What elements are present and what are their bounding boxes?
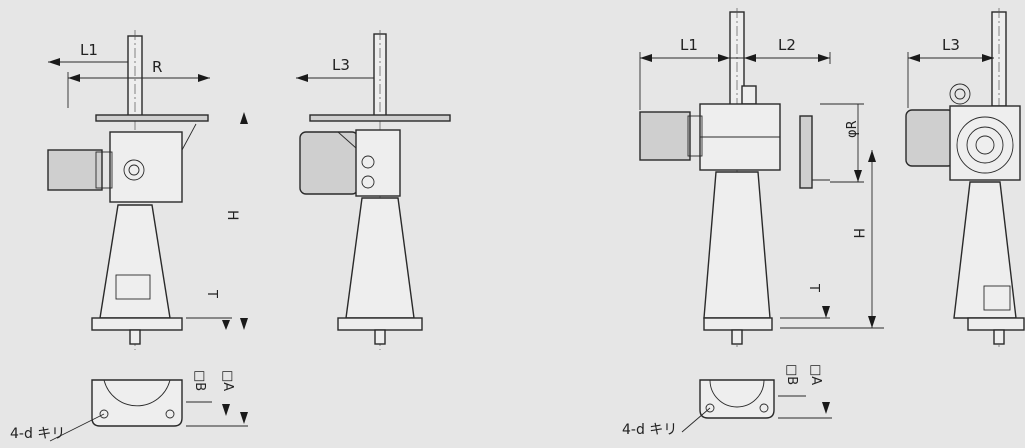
hole-label-right: 4-d キリ	[622, 422, 677, 438]
dim-t-right: T	[806, 283, 821, 292]
indicator-dial	[949, 83, 971, 105]
hole-label-left: 4-d キリ	[10, 426, 65, 442]
dim-l3-left: L3	[332, 56, 350, 74]
pedestal-right	[703, 171, 771, 319]
base-plate	[91, 317, 183, 331]
motor-right	[639, 111, 691, 161]
dim-b-right: □B	[784, 364, 799, 385]
view-left-front: L1 R H T	[47, 30, 248, 350]
base-plate-side	[337, 317, 423, 331]
pedestal-right-side	[953, 181, 1017, 319]
dim-l3-right: L3	[942, 36, 960, 54]
dim-l2-right: L2	[778, 36, 796, 54]
handwheel-right	[799, 115, 813, 189]
gearbox-right-side	[949, 105, 1021, 181]
base-plate-right	[703, 317, 773, 331]
dim-h-left: H	[224, 210, 240, 221]
base-plan-left	[91, 379, 183, 427]
view-right-side: L3	[905, 8, 1025, 350]
dim-r-left: R	[152, 58, 162, 76]
pedestal	[99, 204, 171, 319]
dim-phir-right: φR	[845, 120, 860, 138]
dim-l1-right: L1	[680, 36, 698, 54]
handwheel	[95, 114, 209, 122]
view-right-front: L1 L2 φR H T	[639, 8, 884, 350]
motor	[47, 149, 103, 191]
view-right-base: □B □A 4-d キリ	[622, 364, 832, 438]
dim-a-left: □A	[220, 370, 235, 391]
gearbox-housing	[109, 131, 183, 203]
gearbox-side	[355, 129, 401, 197]
view-left-side: L3	[296, 30, 451, 350]
dim-t-left: T	[204, 289, 219, 298]
dim-a-right: □A	[808, 364, 823, 385]
dim-b-left: □B	[192, 370, 207, 391]
dim-h-right: H	[850, 228, 866, 239]
dim-l1-left: L1	[80, 41, 98, 59]
motor-right-side	[905, 109, 955, 167]
base-plate-right-side	[967, 317, 1025, 331]
handwheel-side	[309, 114, 451, 122]
motor-side	[299, 131, 359, 195]
view-left-base: □B □A 4-d キリ	[10, 370, 248, 442]
base-plan-right	[699, 379, 775, 419]
pedestal-side	[345, 197, 415, 319]
